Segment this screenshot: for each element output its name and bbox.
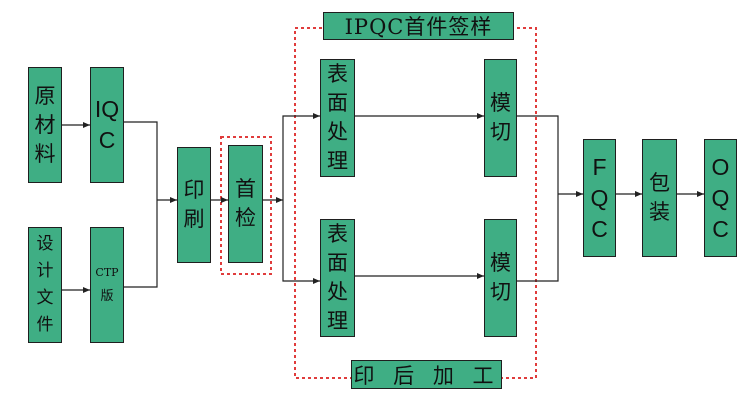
node-fqc-text: FQC bbox=[590, 153, 609, 242]
node-ctp-line1: CTP bbox=[95, 266, 119, 279]
line-diecut-top-to-merge bbox=[517, 115, 559, 194]
node-ctp-line2: 版 bbox=[100, 289, 114, 304]
node-surface-top-text: 表面处理 bbox=[327, 62, 348, 173]
node-ctp-plate-text: CTP 版 bbox=[95, 266, 118, 304]
node-design-file: 设计文件 bbox=[28, 227, 62, 343]
node-iqc-text: IQC bbox=[94, 96, 120, 153]
node-surface-treatment-bottom: 表面处理 bbox=[320, 219, 355, 337]
node-surface-treatment-top: 表面处理 bbox=[320, 59, 355, 177]
node-first-check: 首检 bbox=[228, 145, 263, 263]
node-package: 包装 bbox=[642, 139, 677, 257]
node-ctp-plate: CTP 版 bbox=[90, 227, 124, 343]
post-print-label-text: 印 后 加 工 bbox=[353, 363, 500, 388]
ipqc-label-text: IPQC首件签样 bbox=[344, 15, 493, 39]
post-print-label: 印 后 加 工 bbox=[351, 360, 502, 389]
node-print: 印刷 bbox=[177, 147, 211, 263]
first-check-dashed-frame bbox=[220, 136, 272, 275]
node-die-cut-top: 模切 bbox=[484, 59, 517, 177]
node-die-cut-bottom: 模切 bbox=[484, 219, 517, 337]
node-raw-material-text: 原材料 bbox=[34, 83, 56, 166]
node-package-text: 包装 bbox=[649, 171, 670, 224]
node-design-file-text: 设计文件 bbox=[36, 234, 54, 335]
node-die-cut-top-text: 模切 bbox=[490, 91, 511, 144]
node-oqc-text: OQC bbox=[711, 153, 730, 242]
node-fqc: FQC bbox=[583, 139, 616, 257]
ipqc-label: IPQC首件签样 bbox=[323, 12, 514, 40]
line-diecut-bottom-to-merge bbox=[517, 194, 559, 282]
node-iqc: IQC bbox=[90, 67, 124, 183]
node-oqc: OQC bbox=[704, 139, 737, 257]
node-die-cut-bottom-text: 模切 bbox=[490, 251, 511, 304]
node-surface-bottom-text: 表面处理 bbox=[327, 222, 348, 333]
node-print-text: 印刷 bbox=[183, 178, 205, 231]
line-iqc-to-merge bbox=[124, 121, 158, 200]
arrow-split-to-surface-top bbox=[282, 113, 320, 200]
node-raw-material: 原材料 bbox=[28, 67, 62, 183]
line-ctp-to-merge bbox=[124, 200, 158, 288]
arrow-split-to-surface-bottom bbox=[282, 200, 320, 284]
node-first-check-text: 首检 bbox=[235, 177, 256, 230]
